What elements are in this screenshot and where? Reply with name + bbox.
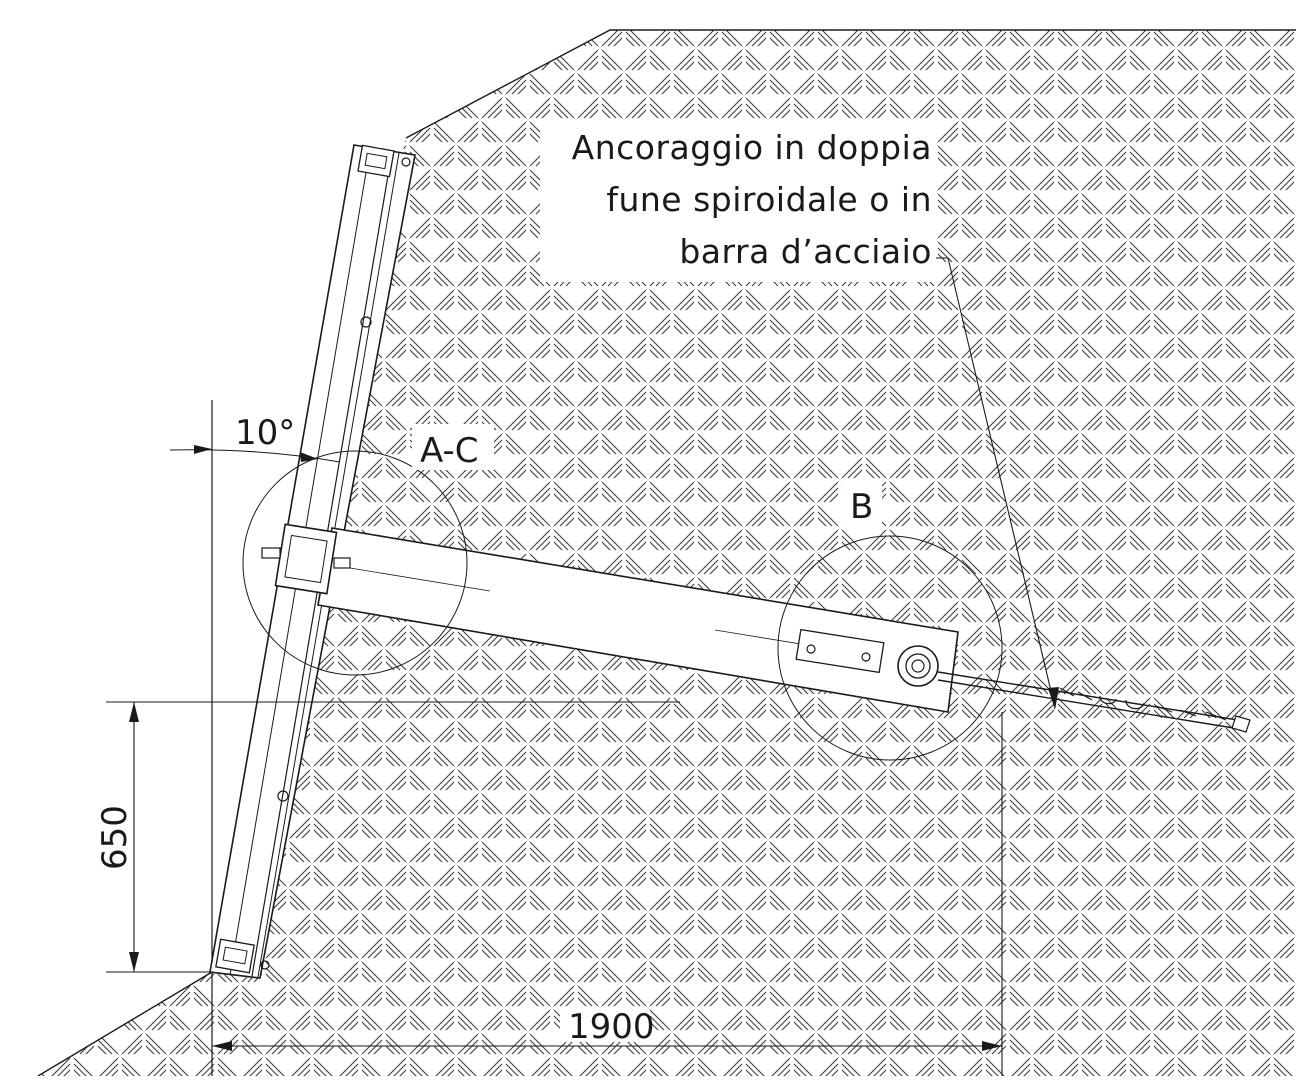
anchor-tube [317,527,959,713]
detail-label-b: B [850,487,873,527]
width-dimension-label: 1900 [568,1007,655,1047]
anchor-cable [937,671,1251,733]
detail-circle-ac [242,450,468,676]
anchor-note: Ancoraggio in doppia fune spiroidale o i… [540,120,936,282]
anchor-note-line-1: Ancoraggio in doppia [571,128,932,167]
angle-dimension: 10° [169,413,341,463]
height-dimension-label: 650 [95,805,135,870]
anchor-eye [897,645,939,687]
leader-arrowhead [1048,687,1059,710]
detail-circle-b [777,535,1003,761]
anchor-note-line-3: barra d’acciaio [679,232,932,271]
anchor-note-line-2: fune spiroidale o in [606,180,932,219]
width-dimension: 1900 [212,712,1003,1076]
angle-dimension-label: 10° [235,413,295,453]
height-dimension: 650 [95,701,680,973]
soil-region [37,29,1296,1077]
junction-plate [261,523,351,595]
detail-label-ac: A-C [420,431,479,471]
